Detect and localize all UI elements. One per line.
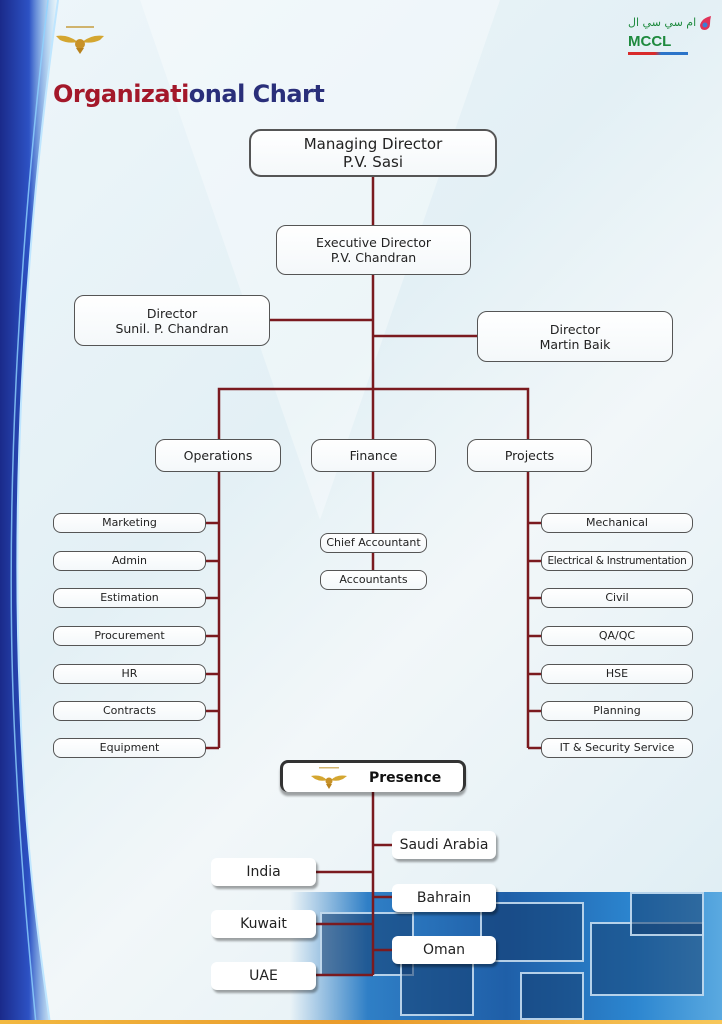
unit-electrical-instrumentation: Electrical & Instrumentation xyxy=(541,551,693,571)
unit-label: Marketing xyxy=(102,516,157,530)
department-label: Finance xyxy=(349,448,398,463)
unit-label: Planning xyxy=(593,704,641,718)
unit-label: QA/QC xyxy=(598,629,636,643)
unit-admin: Admin xyxy=(53,551,206,571)
department-label: Operations xyxy=(183,448,253,463)
director-right-role: Director xyxy=(549,321,601,337)
unit-label: Civil xyxy=(605,591,629,605)
unit-it-security-service: IT & Security Service xyxy=(541,738,693,758)
unit-marketing: Marketing xyxy=(53,513,206,533)
mccl-name: MCCL xyxy=(628,33,672,50)
unit-equipment: Equipment xyxy=(53,738,206,758)
country-label: UAE xyxy=(249,968,278,984)
title-part-red: Organizati xyxy=(53,80,189,108)
director-left-name: Sunil. P. Chandran xyxy=(115,320,229,336)
unit-chief-accountant: Chief Accountant xyxy=(320,533,427,553)
unit-label: Procurement xyxy=(94,629,165,643)
mccl-arabic-text: ام سي سي ال xyxy=(628,16,697,29)
bottom-gold-strip xyxy=(0,1020,722,1024)
country-saudi-arabia: Saudi Arabia xyxy=(392,831,496,859)
country-oman: Oman xyxy=(392,936,496,964)
connector-departments xyxy=(217,387,530,440)
unit-label: IT & Security Service xyxy=(559,741,675,755)
unit-label: HR xyxy=(121,667,138,681)
executive-director-role: Executive Director xyxy=(315,235,432,250)
department-operations: Operations xyxy=(155,439,281,472)
director-left-box: Director Sunil. P. Chandran xyxy=(74,295,270,346)
title-part-navy: onal Chart xyxy=(188,80,325,108)
unit-label: Electrical & Instrumentation xyxy=(547,554,687,567)
presence-label: Presence xyxy=(369,769,442,786)
unit-mechanical: Mechanical xyxy=(541,513,693,533)
mccl-underline xyxy=(628,52,688,55)
unit-label: HSE xyxy=(605,667,629,681)
unit-hr: HR xyxy=(53,664,206,684)
department-label: Projects xyxy=(504,448,555,463)
country-bahrain: Bahrain xyxy=(392,884,496,912)
managing-director-name: P.V. Sasi xyxy=(342,153,404,171)
managing-director-box: Managing Director P.V. Sasi xyxy=(249,129,497,177)
unit-hse: HSE xyxy=(541,664,693,684)
unit-label: Equipment xyxy=(99,741,160,755)
page-title: Organizational Chart xyxy=(53,80,325,108)
director-left-role: Director xyxy=(146,305,198,321)
country-label: Saudi Arabia xyxy=(399,837,489,853)
department-finance: Finance xyxy=(311,439,436,472)
unit-label: Estimation xyxy=(100,591,159,605)
director-right-name: Martin Baik xyxy=(539,336,611,352)
unit-label: Mechanical xyxy=(586,516,648,530)
eagle-logo-icon xyxy=(56,26,104,54)
unit-estimation: Estimation xyxy=(53,588,206,608)
country-kuwait: Kuwait xyxy=(211,910,316,938)
unit-qa-qc: QA/QC xyxy=(541,626,693,646)
business-photo-collage xyxy=(290,892,722,1020)
country-uae: UAE xyxy=(211,962,316,990)
country-india: India xyxy=(211,858,316,886)
unit-procurement: Procurement xyxy=(53,626,206,646)
country-label: Bahrain xyxy=(416,890,472,906)
executive-director-box: Executive Director P.V. Chandran xyxy=(276,225,471,275)
managing-director-role: Managing Director xyxy=(303,135,443,153)
presence-header: Presence xyxy=(280,760,466,792)
department-projects: Projects xyxy=(467,439,592,472)
unit-planning: Planning xyxy=(541,701,693,721)
unit-label: Admin xyxy=(111,554,148,568)
country-label: Kuwait xyxy=(240,916,287,932)
mccl-arabic-row: ام سي سي ال xyxy=(628,14,712,32)
director-right-box: Director Martin Baik xyxy=(477,311,673,362)
mccl-logo: ام سي سي ال MCCL xyxy=(628,14,712,55)
unit-contracts: Contracts xyxy=(53,701,206,721)
background-blue-sweep xyxy=(0,0,59,1024)
country-label: India xyxy=(246,864,281,880)
unit-label: Accountants xyxy=(339,573,408,587)
eagle-emblem-icon xyxy=(311,766,347,789)
executive-director-name: P.V. Chandran xyxy=(330,250,417,265)
country-label: Oman xyxy=(422,942,466,958)
unit-label: Chief Accountant xyxy=(326,536,421,550)
unit-label: Contracts xyxy=(102,704,157,718)
flame-icon xyxy=(700,16,712,30)
unit-civil: Civil xyxy=(541,588,693,608)
unit-accountants: Accountants xyxy=(320,570,427,590)
